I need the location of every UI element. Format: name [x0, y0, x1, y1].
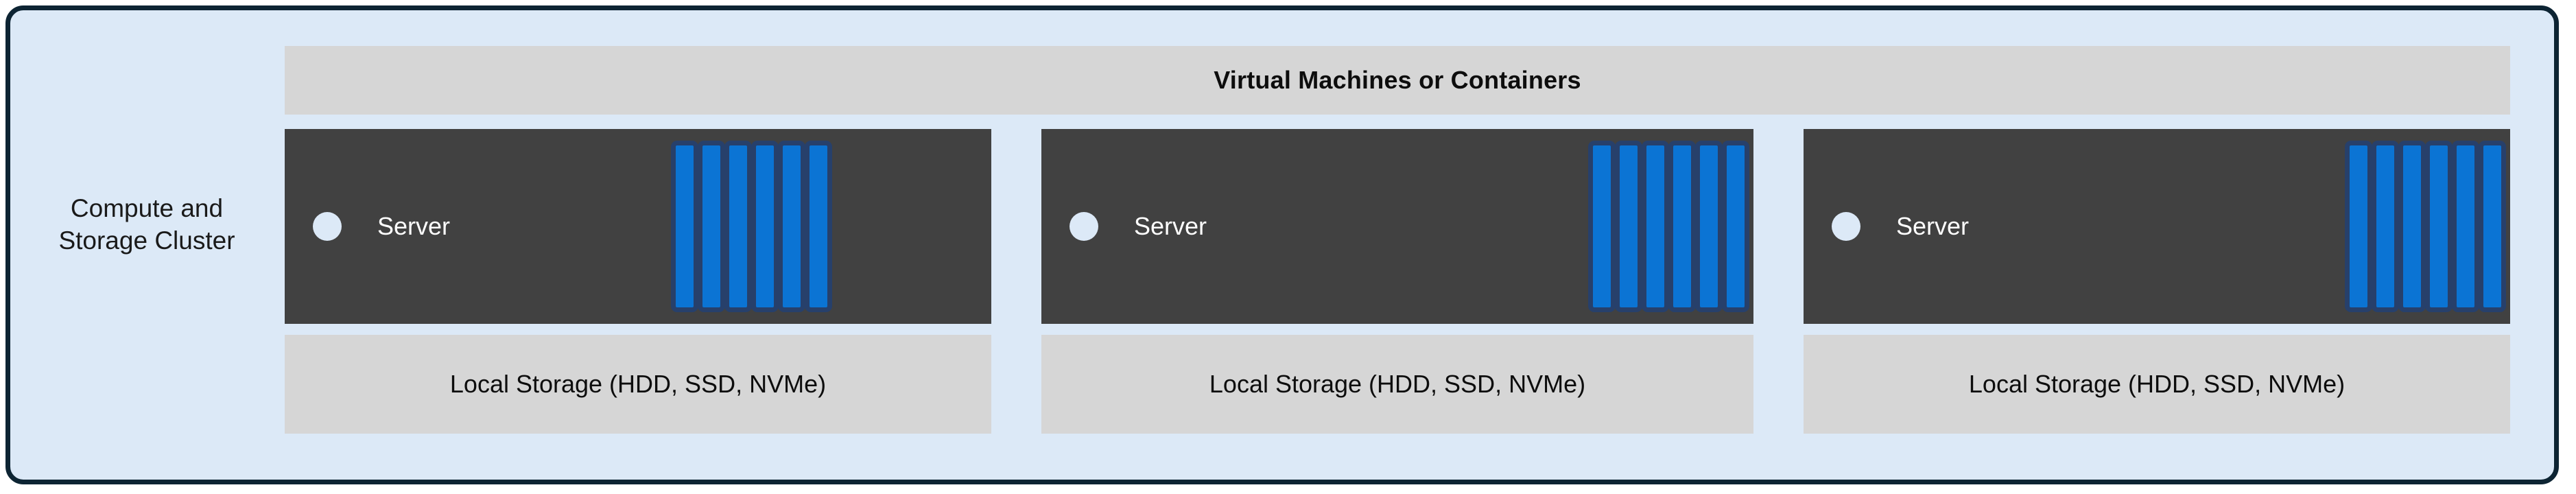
drive-bay	[1642, 141, 1669, 312]
drive-bay	[1722, 141, 1749, 312]
drive-bay	[2479, 141, 2506, 312]
drive-bay-array-2	[1588, 141, 1749, 312]
drive-bay	[698, 141, 725, 312]
server-chassis-1: Server	[285, 129, 991, 324]
drive-bay	[1668, 141, 1696, 312]
drive-bay-array-1	[671, 141, 832, 312]
server-chassis-3: Server	[1804, 129, 2510, 324]
drive-bay	[778, 141, 805, 312]
drive-bay-array-3	[2345, 141, 2506, 312]
local-storage-box-1: Local Storage (HDD, SSD, NVMe)	[285, 335, 991, 434]
server-chassis-2: Server	[1041, 129, 1753, 324]
server-label-3: Server	[1896, 212, 1970, 240]
drive-bay	[1615, 141, 1642, 312]
power-led-icon	[313, 212, 342, 241]
server-label-2: Server	[1134, 212, 1207, 240]
local-storage-label-3: Local Storage (HDD, SSD, NVMe)	[1968, 370, 2345, 398]
local-storage-box-2: Local Storage (HDD, SSD, NVMe)	[1041, 335, 1753, 434]
virtual-machines-banner: Virtual Machines or Containers	[285, 46, 2510, 115]
drive-bay	[2372, 141, 2399, 312]
drive-bay	[751, 141, 779, 312]
drive-bay	[2452, 141, 2479, 312]
drive-bay	[1588, 141, 1616, 312]
local-storage-label-2: Local Storage (HDD, SSD, NVMe)	[1209, 370, 1586, 398]
drive-bay	[2345, 141, 2372, 312]
power-led-icon	[1070, 212, 1098, 241]
drive-bay	[2425, 141, 2453, 312]
server-nodes-row: Server Local Storage (HDD, SSD, NVMe) Se…	[285, 129, 2510, 434]
local-storage-box-3: Local Storage (HDD, SSD, NVMe)	[1804, 335, 2510, 434]
server-node-3: Server Local Storage (HDD, SSD, NVMe)	[1804, 129, 2510, 434]
local-storage-label-1: Local Storage (HDD, SSD, NVMe)	[449, 370, 827, 398]
drive-bay	[724, 141, 752, 312]
drive-bay	[671, 141, 698, 312]
server-node-1: Server Local Storage (HDD, SSD, NVMe)	[285, 129, 991, 434]
cluster-label: Compute and Storage Cluster	[58, 194, 235, 255]
server-label-1: Server	[377, 212, 451, 240]
drive-bay	[1695, 141, 1723, 312]
drive-bay	[2398, 141, 2426, 312]
drive-bay	[805, 141, 832, 312]
power-led-icon	[1832, 212, 1860, 241]
server-node-2: Server Local Storage (HDD, SSD, NVMe)	[1041, 129, 1753, 434]
virtual-machines-banner-label: Virtual Machines or Containers	[1214, 66, 1581, 94]
